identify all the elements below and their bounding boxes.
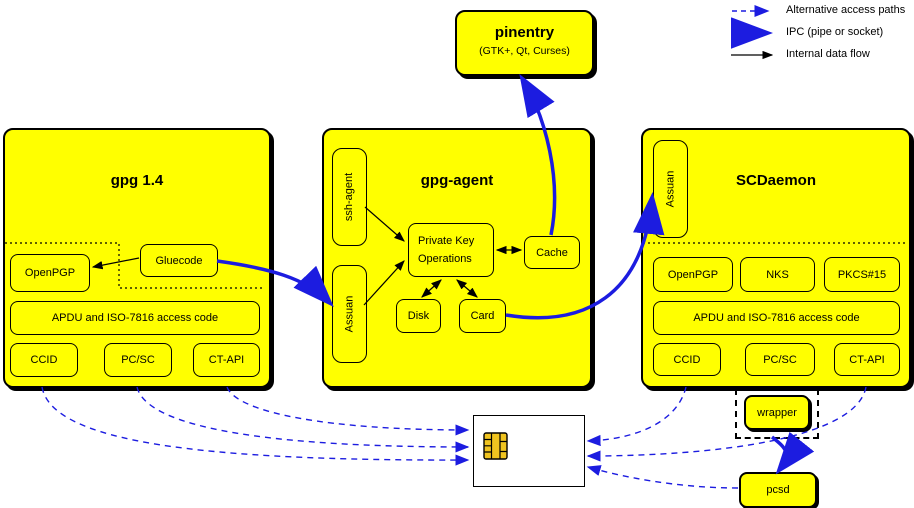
scdaemon-ccid-box: CCID <box>653 343 721 376</box>
gpg-agent-disk-box: Disk <box>396 299 441 333</box>
scdaemon-openpgp-box: OpenPGP <box>653 257 733 292</box>
alt-scdaemon-ctapi-to-card <box>586 386 867 462</box>
scdaemon-pcsc-box: PC/SC <box>745 343 815 376</box>
gpg-agent-assuan-box: Assuan <box>332 265 367 363</box>
ipc-wrapper-to-pcsd <box>770 431 815 475</box>
scdaemon-nks-box: NKS <box>740 257 815 292</box>
gpg14-box: gpg 1.4 OpenPGP Gluecode APDU and ISO-78… <box>3 128 271 388</box>
pko-line2: Operations <box>418 253 472 265</box>
legend-ipc-label: IPC (pipe or socket) <box>786 26 884 38</box>
gpg-agent-cache-box: Cache <box>524 236 580 269</box>
gpg-agent-ssh-agent-box: ssh-agent <box>332 148 367 246</box>
scdaemon-box: SCDaemon Assuan OpenPGP NKS PKCS#15 APDU… <box>641 128 911 388</box>
gpg14-gluecode-box: Gluecode <box>140 244 218 277</box>
alt-pcsd-to-card <box>586 465 739 489</box>
alt-gpg14-ccid-to-card <box>41 386 470 466</box>
gpg14-openpgp-box: OpenPGP <box>10 254 90 292</box>
pko-line1: Private Key <box>418 235 475 247</box>
alt-gpg14-ctapi-to-card <box>226 386 470 436</box>
pinentry-box: pinentry (GTK+, Qt, Curses) <box>455 10 594 76</box>
pinentry-title: pinentry <box>494 24 555 41</box>
pinentry-subtitle: (GTK+, Qt, Curses) <box>479 45 570 57</box>
gpg14-apdu-box: APDU and ISO-7816 access code <box>10 301 260 335</box>
scdaemon-assuan-label: Assuan <box>664 170 677 208</box>
gpg-agent-title: gpg-agent <box>420 172 494 189</box>
legend-alternative-label: Alternative access paths <box>786 4 906 16</box>
scdaemon-title: SCDaemon <box>735 172 817 189</box>
scdaemon-pkcs15-box: PKCS#15 <box>824 257 900 292</box>
scdaemon-ctapi-box: CT-API <box>834 343 900 376</box>
pcsd-box: pcsd <box>739 472 817 508</box>
gpg-agent-card-box: Card <box>459 299 506 333</box>
alt-gpg14-pcsc-to-card <box>136 386 470 453</box>
alt-scdaemon-ccid-to-card <box>586 386 687 447</box>
private-key-operations-box: Private Key Operations <box>408 223 494 277</box>
gpg14-pcsc-box: PC/SC <box>104 343 172 377</box>
gpg-agent-box: gpg-agent ssh-agent Assuan Private Key O… <box>322 128 592 388</box>
legend-internal-label: Internal data flow <box>786 48 870 60</box>
wrapper-box: wrapper <box>744 395 810 430</box>
ssh-agent-label: ssh-agent <box>343 172 356 222</box>
scdaemon-assuan-box: Assuan <box>653 140 688 238</box>
scdaemon-apdu-box: APDU and ISO-7816 access code <box>653 301 900 335</box>
gpg14-ccid-box: CCID <box>10 343 78 377</box>
gpg14-ctapi-box: CT-API <box>193 343 260 377</box>
gpg14-title: gpg 1.4 <box>110 172 164 189</box>
gpg-agent-assuan-label: Assuan <box>343 295 356 333</box>
smartcard <box>473 415 585 487</box>
